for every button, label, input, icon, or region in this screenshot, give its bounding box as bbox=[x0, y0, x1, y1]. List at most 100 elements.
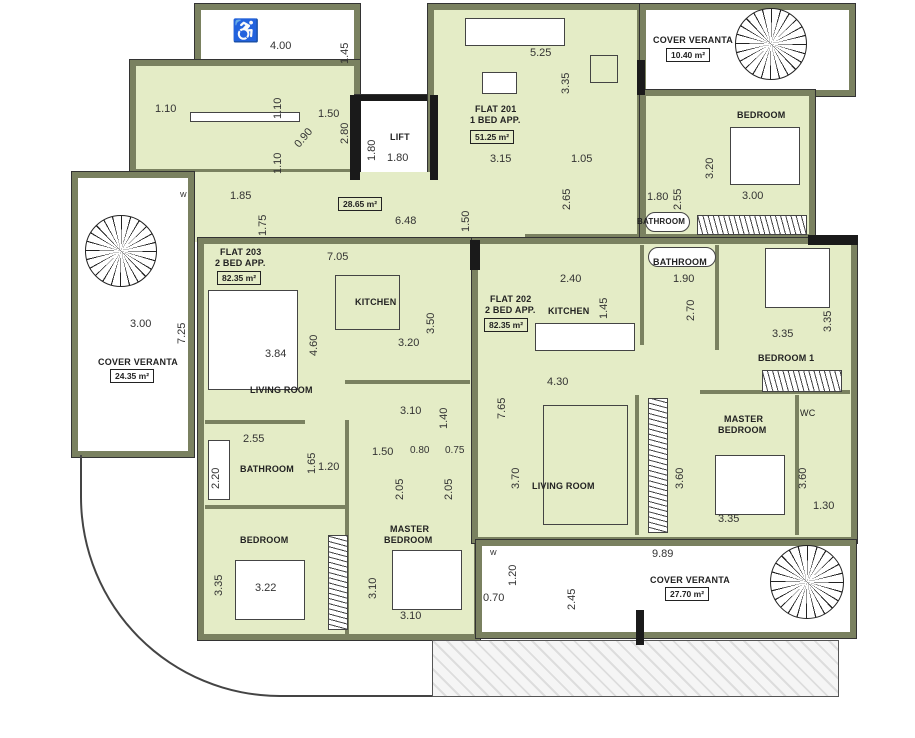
room-label: BEDROOM bbox=[718, 425, 767, 435]
room-label: WC bbox=[800, 408, 816, 418]
area-badge: 28.65 m² bbox=[338, 197, 383, 211]
dimension: 1.80 bbox=[647, 191, 669, 203]
room-label: BEDROOM bbox=[384, 535, 433, 545]
room-label: 2 BED APP. bbox=[485, 305, 536, 315]
room-label: FLAT 203 bbox=[220, 247, 262, 257]
dimension: 5.25 bbox=[530, 47, 552, 59]
l-sofa bbox=[208, 290, 298, 390]
bathtub bbox=[648, 247, 716, 267]
cover-veranta-left bbox=[71, 171, 195, 458]
dimension: 2.05 bbox=[443, 478, 455, 500]
wall bbox=[205, 505, 345, 509]
dimension: 4.30 bbox=[547, 376, 569, 388]
dimension: 9.89 bbox=[652, 548, 674, 560]
dimension: 3.22 bbox=[255, 582, 277, 594]
sofa bbox=[465, 18, 565, 46]
dimension: 1.50 bbox=[372, 446, 394, 458]
room-label: FLAT 201 bbox=[475, 104, 517, 114]
dimension: 1.05 bbox=[571, 153, 593, 165]
dimension: 2.20 bbox=[210, 467, 222, 489]
wall bbox=[700, 390, 850, 394]
area-badge: 82.35 m² bbox=[217, 271, 262, 285]
spiral-staircase-icon bbox=[85, 215, 157, 287]
wall bbox=[345, 420, 349, 635]
dimension: 3.84 bbox=[265, 348, 287, 360]
dimension: 3.10 bbox=[367, 577, 379, 599]
room-label: MASTER bbox=[724, 414, 764, 424]
room-label: FLAT 202 bbox=[490, 294, 532, 304]
wardrobe bbox=[697, 215, 807, 235]
room-label: KITCHEN bbox=[548, 306, 590, 316]
dimension: 2.80 bbox=[339, 122, 351, 144]
dimension: 4.60 bbox=[308, 334, 320, 356]
dimension: 1.10 bbox=[272, 97, 284, 119]
dimension: 0.75 bbox=[445, 445, 465, 456]
room-label: 2 BED APP. bbox=[215, 258, 266, 268]
area-badge: 27.70 m² bbox=[665, 587, 710, 601]
dimension: 3.35 bbox=[822, 310, 834, 332]
dimension: 3.35 bbox=[213, 574, 225, 596]
bed bbox=[730, 127, 800, 185]
column bbox=[637, 60, 645, 95]
dimension: 3.00 bbox=[130, 318, 152, 330]
dimension: 7.25 bbox=[176, 322, 188, 344]
dimension: 2.70 bbox=[685, 299, 697, 321]
kitchen-island bbox=[535, 323, 635, 351]
room-label: LIVING ROOM bbox=[532, 481, 595, 491]
dining-table bbox=[335, 275, 400, 330]
dimension: 3.10 bbox=[400, 610, 422, 622]
dimension: 3.10 bbox=[400, 405, 422, 417]
wall bbox=[795, 395, 799, 535]
coffee-table bbox=[482, 72, 517, 94]
dimension: 1.30 bbox=[813, 500, 835, 512]
bed bbox=[235, 560, 305, 620]
dimension: 1.45 bbox=[339, 42, 351, 64]
room-label: LIVING ROOM bbox=[250, 385, 313, 395]
access-corridor bbox=[194, 3, 361, 69]
room-label: COVER VERANTA bbox=[653, 35, 733, 45]
planter-box bbox=[432, 640, 839, 697]
dimension: 1.50 bbox=[460, 210, 472, 232]
dining-table bbox=[590, 55, 618, 83]
area-badge: 82.35 m² bbox=[484, 318, 529, 332]
washer-label: W bbox=[180, 192, 187, 199]
dimension: 4.00 bbox=[270, 40, 292, 52]
dimension: 2.45 bbox=[566, 588, 578, 610]
dimension: 1.85 bbox=[230, 190, 252, 202]
dimension: 3.15 bbox=[490, 153, 512, 165]
wall bbox=[205, 420, 305, 424]
area-badge: 24.35 m² bbox=[110, 369, 155, 383]
bed bbox=[715, 455, 785, 515]
room-label: BATHROOM bbox=[240, 464, 294, 474]
room-label: KITCHEN bbox=[355, 297, 397, 307]
dimension: 1.20 bbox=[318, 461, 340, 473]
dimension: 3.20 bbox=[704, 157, 716, 179]
column bbox=[636, 610, 644, 645]
dimension: 1.10 bbox=[272, 152, 284, 174]
dimension: 7.05 bbox=[327, 251, 349, 263]
dimension: 3.70 bbox=[510, 467, 522, 489]
dimension: 1.80 bbox=[366, 139, 378, 161]
room-label: COVER VERANTA bbox=[650, 575, 730, 585]
room-label: COVER VERANTA bbox=[98, 357, 178, 367]
dimension: 3.50 bbox=[425, 312, 437, 334]
wall bbox=[635, 395, 639, 535]
spiral-staircase-icon bbox=[735, 8, 807, 80]
dimension: 3.60 bbox=[674, 467, 686, 489]
dimension: 7.65 bbox=[496, 397, 508, 419]
wall bbox=[345, 380, 470, 384]
wall bbox=[640, 245, 644, 345]
dimension: 0.70 bbox=[483, 592, 505, 604]
dimension: 1.75 bbox=[257, 214, 269, 236]
dimension: 2.40 bbox=[560, 273, 582, 285]
dimension: 3.60 bbox=[797, 467, 809, 489]
room-label: LIFT bbox=[390, 132, 410, 142]
column bbox=[808, 235, 858, 245]
bed bbox=[765, 248, 830, 308]
column bbox=[350, 95, 360, 180]
dimension: 3.35 bbox=[560, 72, 572, 94]
bathtub bbox=[645, 212, 690, 232]
bed bbox=[392, 550, 462, 610]
column bbox=[430, 95, 438, 180]
